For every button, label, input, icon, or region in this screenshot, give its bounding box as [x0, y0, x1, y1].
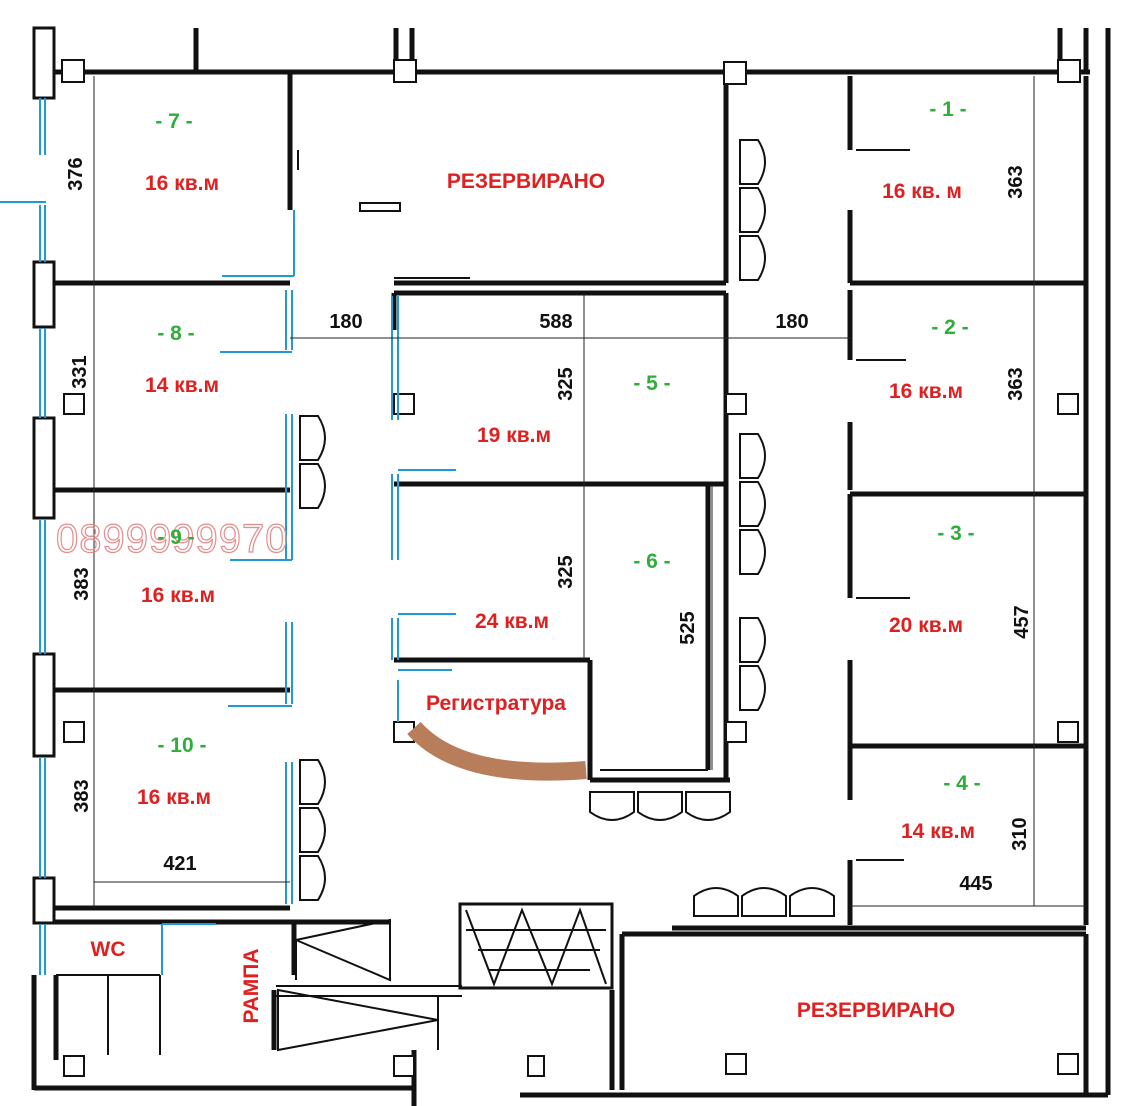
room-number: - 8 -	[157, 322, 194, 345]
room-number: - 6 -	[633, 550, 670, 573]
room-area: 16 кв.м	[141, 584, 215, 607]
room-area: 24 кв.м	[475, 610, 549, 633]
chairs	[299, 139, 835, 917]
room-number: - 5 -	[633, 372, 670, 395]
room-area: 20 кв.м	[889, 614, 963, 637]
room-number: - 10 -	[157, 734, 206, 757]
column-icon	[527, 1055, 545, 1077]
column-icon	[63, 721, 85, 743]
column-icon	[725, 393, 747, 415]
room-number: - 3 -	[937, 522, 974, 545]
room-1: - 1 - 16 кв. м 363	[882, 98, 1027, 203]
column-icon	[723, 61, 747, 85]
room-dimension: 363	[1005, 367, 1027, 400]
chair-icon	[739, 529, 766, 575]
reception-label: Регистратура	[426, 692, 566, 715]
column-icon	[1057, 721, 1079, 743]
room-width: 588	[539, 311, 572, 333]
stairs	[276, 902, 614, 997]
room-number: - 2 -	[931, 316, 968, 339]
column-icon	[63, 1055, 85, 1077]
room-dimension: 383	[71, 567, 93, 600]
chair-icon	[739, 481, 766, 527]
ramp-label: РАМПА	[240, 948, 263, 1023]
chair-icon	[739, 235, 766, 281]
chair-icon	[739, 139, 766, 185]
chair-icon	[741, 887, 787, 917]
column-icon	[1057, 1053, 1079, 1075]
room-width: 445	[959, 873, 992, 895]
walls	[31, 26, 1111, 1106]
glass-partitions	[0, 98, 456, 975]
column-icon	[61, 59, 85, 83]
columns	[61, 59, 1081, 1077]
chair-icon	[693, 887, 739, 917]
column-icon	[1057, 393, 1079, 415]
room-dimension: 325	[555, 555, 577, 588]
chair-icon	[739, 187, 766, 233]
ramp-arrows	[271, 918, 439, 1052]
room-dimension: 310	[1009, 817, 1031, 850]
room-8: - 8 - 14 кв.м 331	[69, 322, 219, 397]
dimension-lines	[93, 76, 1086, 908]
reserved-top-label: РЕЗЕРВИРАНО	[447, 170, 605, 193]
column-icon	[393, 1055, 415, 1077]
chair-icon	[739, 433, 766, 479]
chair-icon	[299, 415, 326, 461]
room-number: - 4 -	[943, 772, 980, 795]
chair-icon	[789, 887, 835, 917]
column-icon	[63, 393, 85, 415]
room-number: - 9 -	[157, 526, 194, 549]
room-dimension: 331	[69, 355, 91, 388]
chair-icon	[739, 617, 766, 663]
corridor-width-right: 180	[775, 311, 808, 333]
corridor-width-left: 180	[329, 311, 362, 333]
room-number: - 7 -	[155, 110, 192, 133]
room-dimension: 363	[1005, 165, 1027, 198]
chair-icon	[299, 855, 326, 901]
room-6: - 6 - 24 кв.м 325 525	[475, 550, 699, 645]
chair-icon	[299, 759, 326, 805]
column-icon	[725, 1053, 747, 1075]
reserved-bottom-label: РЕЗЕРВИРАНО	[797, 999, 955, 1022]
room-area: 19 кв.м	[477, 424, 551, 447]
chair-icon	[589, 791, 635, 821]
wc-label: WC	[91, 938, 126, 961]
room-area: 16 кв.м	[137, 786, 211, 809]
chair-icon	[685, 791, 731, 821]
column-icon	[725, 721, 747, 743]
chair-icon	[299, 807, 326, 853]
chair-icon	[637, 791, 683, 821]
room-width: 421	[163, 853, 196, 875]
room-dimension: 383	[71, 779, 93, 812]
room-number: - 1 -	[929, 98, 966, 121]
room-2: - 2 - 16 кв.м 363	[889, 316, 1027, 403]
room-7: - 7 - 16 кв.м 376	[65, 110, 219, 195]
room-4: - 4 - 14 кв.м 310 445	[901, 772, 1031, 895]
room-area: 14 кв.м	[145, 374, 219, 397]
column-icon	[1057, 59, 1081, 83]
room-dimension-2: 525	[677, 611, 699, 644]
chair-icon	[299, 463, 326, 509]
room-5: - 5 - 19 кв.м 325 588	[477, 311, 671, 447]
phone-watermark: 0899999970	[56, 517, 288, 561]
room-area: 16 кв.м	[889, 380, 963, 403]
room-10: - 10 - 16 кв.м 383 421	[71, 734, 211, 875]
chair-icon	[739, 665, 766, 711]
room-area: 16 кв. м	[882, 180, 962, 203]
room-9: - 9 - 16 кв.м 383	[71, 526, 215, 607]
reception-desk	[407, 721, 587, 781]
room-area: 16 кв.м	[145, 172, 219, 195]
room-area: 14 кв.м	[901, 820, 975, 843]
room-dimension: 325	[555, 367, 577, 400]
column-icon	[393, 59, 417, 83]
room-3: - 3 - 20 кв.м 457	[889, 522, 1033, 639]
room-dimension: 376	[65, 157, 87, 190]
door-lines	[56, 149, 910, 1055]
room-dimension: 457	[1011, 605, 1033, 638]
